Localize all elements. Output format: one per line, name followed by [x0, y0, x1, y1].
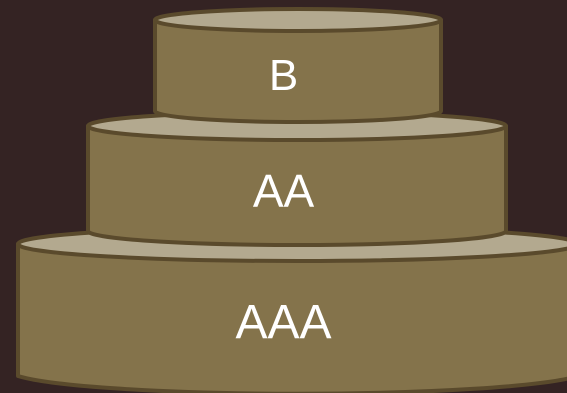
tier-middle	[88, 112, 506, 245]
tier-top-side	[155, 20, 441, 122]
tier-top	[155, 9, 441, 122]
tier-top-top	[155, 9, 441, 31]
tier-middle-side	[88, 126, 506, 245]
tier-bottom-side	[18, 244, 567, 393]
tier-bottom	[18, 227, 567, 393]
